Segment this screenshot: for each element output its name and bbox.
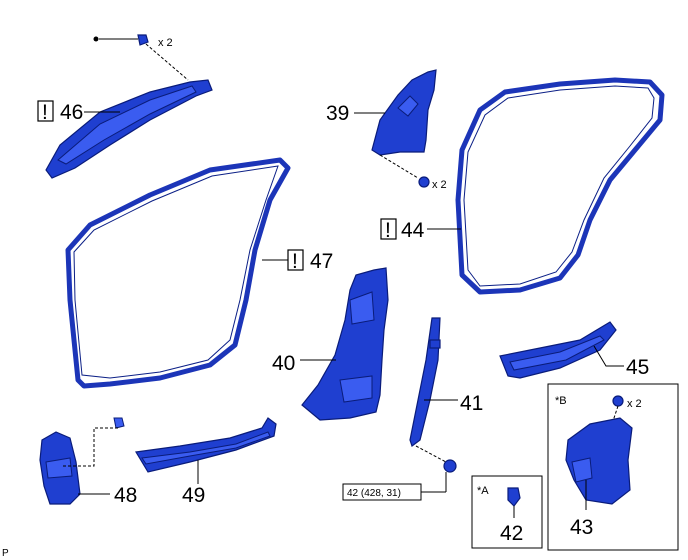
corner-label: P bbox=[2, 548, 9, 559]
front-pillar-garnish-46[interactable] bbox=[45, 79, 213, 179]
front-door-weatherstrip-47[interactable] bbox=[65, 157, 291, 389]
callout-42: 42 bbox=[500, 522, 523, 545]
callout-48: 48 bbox=[114, 484, 137, 507]
callout-49: 49 bbox=[182, 484, 205, 507]
quarter-pillar-garnish-39[interactable] bbox=[371, 69, 437, 156]
callout-43: 43 bbox=[570, 516, 593, 539]
callout-45: 45 bbox=[626, 356, 649, 379]
trim-panel-43[interactable] bbox=[565, 417, 633, 505]
center-pillar-garnish-40[interactable] bbox=[301, 267, 389, 421]
callout-44: 44 bbox=[401, 219, 425, 242]
strip-41[interactable] bbox=[409, 317, 441, 447]
torque-label: 42 (428, 31) bbox=[347, 488, 401, 499]
callout-46: 46 bbox=[60, 101, 83, 124]
quantity-label: x 2 bbox=[432, 179, 447, 191]
callout-40: 40 bbox=[272, 352, 295, 375]
callout-39: 39 bbox=[326, 102, 349, 125]
warning-icon bbox=[380, 218, 397, 240]
warning-icon-glyph: ! bbox=[42, 101, 48, 124]
callout-41: 41 bbox=[460, 392, 483, 415]
warning-icon bbox=[287, 249, 304, 271]
clip-46 bbox=[93, 34, 189, 81]
inset-b-label: *B bbox=[555, 395, 567, 407]
inset-a-label: *A bbox=[477, 485, 489, 497]
warning-icon-glyph: ! bbox=[385, 219, 391, 242]
rear-door-weatherstrip-44[interactable] bbox=[455, 77, 665, 295]
bolt-41 bbox=[415, 445, 457, 473]
quantity-label: x 2 bbox=[627, 398, 642, 410]
warning-icon-glyph: ! bbox=[292, 250, 298, 273]
clip-48 bbox=[62, 417, 125, 467]
callout-47: 47 bbox=[310, 250, 333, 273]
screw-39 bbox=[379, 154, 430, 188]
quantity-label: x 2 bbox=[158, 37, 173, 49]
clip-42[interactable] bbox=[507, 487, 521, 507]
cowl-side-trim-48[interactable] bbox=[39, 431, 81, 505]
warning-icon bbox=[37, 100, 54, 122]
inset-a bbox=[471, 475, 543, 549]
front-scuff-plate-49[interactable] bbox=[135, 417, 277, 473]
rear-scuff-plate-45[interactable] bbox=[499, 321, 617, 379]
